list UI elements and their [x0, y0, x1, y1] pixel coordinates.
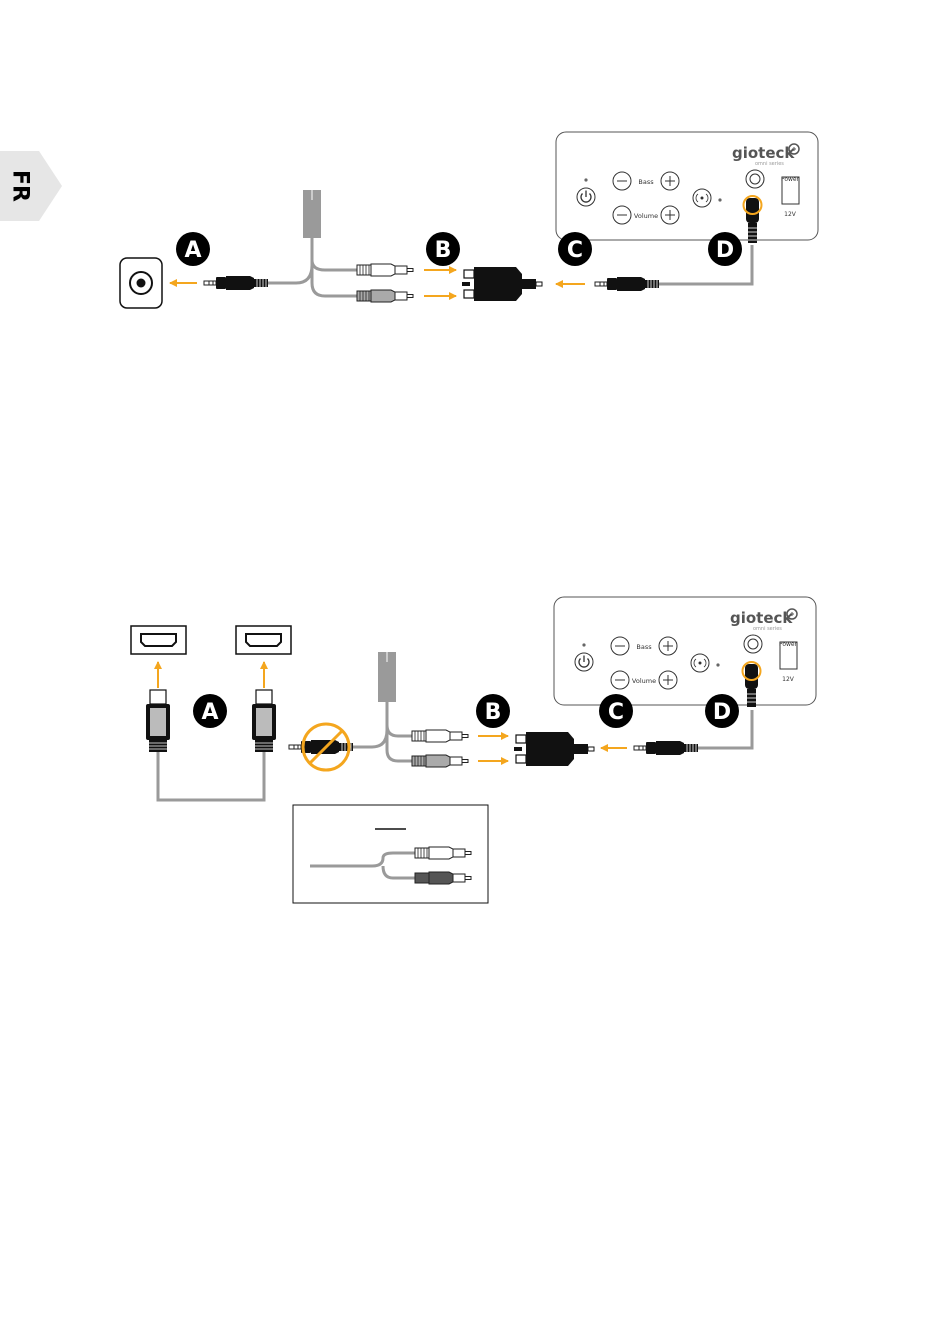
volume-label: Volume: [634, 212, 658, 220]
rca-plug-grey-2: [412, 755, 468, 767]
badge-b-2: B: [476, 694, 510, 728]
badge-d-2: D: [705, 694, 739, 728]
arrows-to-adapter-2: [478, 736, 508, 761]
voltage-label: 12V: [784, 211, 797, 218]
svg-text:D: D: [716, 238, 734, 263]
svg-text:B: B: [485, 700, 502, 725]
badge-c-2: C: [599, 694, 633, 728]
audio-out-socket: [120, 258, 162, 308]
hdmi-plug-1: [146, 690, 170, 752]
speaker-brand: gioteck: [732, 144, 795, 162]
arrows-to-hdmi: [158, 662, 264, 688]
diagram-1: gioteck omni series Bass Volume Power 12…: [120, 132, 818, 308]
hdmi-port-1: [131, 626, 186, 654]
splitter-cables: [268, 190, 357, 296]
power-label: Power: [781, 176, 800, 183]
badge-a: A: [176, 232, 210, 266]
svg-text:C: C: [608, 700, 624, 725]
language-tab: FR: [0, 151, 62, 221]
badge-b: B: [426, 232, 460, 266]
jack-plug-a: [204, 276, 268, 290]
diagram-2: gioteck omni series Bass Volume Power 12…: [131, 597, 816, 903]
inset-box: [293, 805, 488, 903]
speaker-brand-2: gioteck: [730, 609, 793, 627]
speaker-panel-2: gioteck omni series Bass Volume Power 12…: [554, 597, 816, 705]
svg-text:B: B: [435, 238, 452, 263]
rca-plug-white: [357, 264, 413, 276]
voltage-label-2: 12V: [782, 676, 795, 683]
svg-text:D: D: [713, 700, 731, 725]
power-label-2: Power: [779, 641, 798, 648]
badge-a-2: A: [193, 694, 227, 728]
jack-plug-c: [595, 277, 659, 291]
bass-label-2: Bass: [636, 643, 652, 651]
rca-adapter-2: [514, 732, 594, 766]
language-tab-label: FR: [8, 170, 33, 202]
rca-adapter: [462, 267, 542, 301]
badge-d: D: [708, 232, 742, 266]
bass-label: Bass: [638, 178, 654, 186]
rca-plug-grey: [357, 290, 413, 302]
hdmi-plug-2: [252, 690, 276, 752]
splitter-cables-2: [353, 652, 412, 761]
speaker-tagline: omni series: [755, 161, 784, 167]
svg-text:C: C: [567, 238, 583, 263]
volume-label-2: Volume: [632, 677, 656, 685]
rca-plug-white-2: [412, 730, 468, 742]
svg-text:A: A: [201, 700, 218, 725]
svg-text:A: A: [184, 238, 201, 263]
speaker-panel: gioteck omni series Bass Volume Power 12…: [556, 132, 818, 240]
hdmi-cable: [158, 750, 264, 800]
jack-plug-c-2: [634, 741, 698, 755]
inset-rca-white: [415, 847, 471, 859]
arrows-to-adapter: [424, 270, 456, 296]
badge-c: C: [558, 232, 592, 266]
speaker-tagline-2: omni series: [753, 626, 782, 632]
inset-rca-black: [415, 872, 471, 884]
hdmi-port-2: [236, 626, 291, 654]
